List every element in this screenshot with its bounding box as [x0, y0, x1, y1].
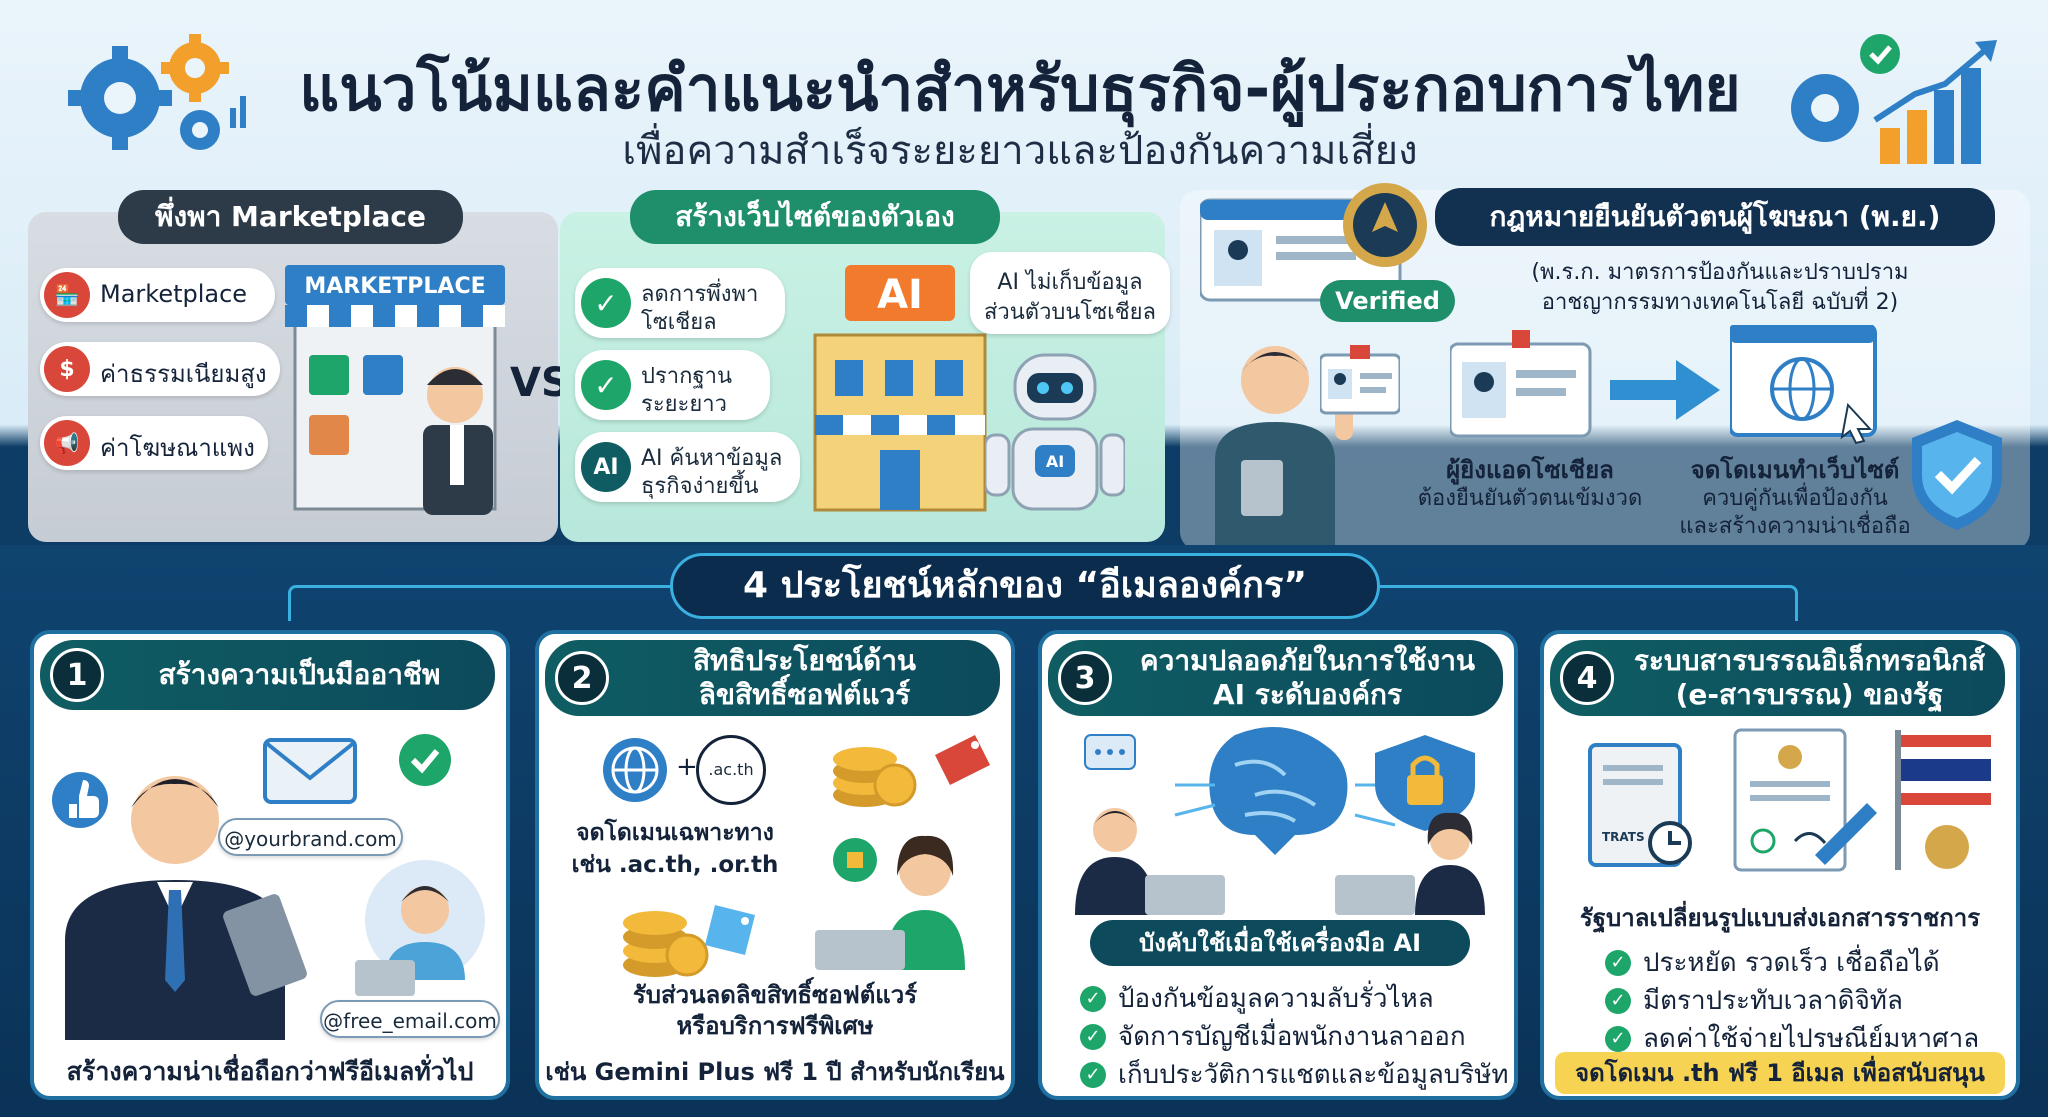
law-caption2-line2: ควบคู่กันเพื่อป้องกัน	[1702, 486, 1888, 511]
check-icon: ✓	[1605, 987, 1631, 1014]
discount-caption-line2: หรือบริการฟรีพิเศษ	[676, 1012, 874, 1040]
ai-brain-security-illustration	[1055, 725, 1505, 915]
check-icon: ✓	[581, 360, 631, 410]
pro-email-tag: @yourbrand.com	[218, 818, 403, 856]
id-card-icon	[1448, 330, 1595, 440]
website-benefit-3: AI AI ค้นหาข้อมูล ธุรกิจง่ายขึ้น	[575, 432, 800, 502]
marketplace-item-1: 🏪 Marketplace	[40, 268, 275, 322]
card-number-badge: 3	[1058, 651, 1112, 705]
law-caption1-line2: ต้องยืนยันตัวตนเข้มงวด	[1417, 486, 1643, 511]
law-panel-title: กฎหมายยืนยันตัวตนผู้โฆษณา (พ.ย.)	[1435, 188, 1995, 246]
verified-badge: Verified	[1320, 280, 1455, 322]
check-icon: ✓	[1080, 985, 1106, 1012]
megaphone-icon: 📢	[44, 420, 90, 466]
person-with-clipboard-illustration	[1195, 330, 1385, 545]
government-seal-icon	[1340, 180, 1430, 270]
discount-caption-line1: รับส่วนลดลิขสิทธิ์ซอฟต์แวร์	[632, 981, 918, 1009]
website-globe-icon	[1728, 323, 1880, 445]
ai-speech-bubble: AI ไม่เก็บข้อมูล ส่วนตัวบนโซเชียล	[970, 252, 1170, 334]
law-caption2-line1: จดโดเมนทำเว็บไซต์	[1690, 456, 1900, 484]
law-note-line2: อาชญากรรมทางเทคโนโลยี ฉบับที่ 2)	[1541, 290, 1899, 315]
bottom-section-title: 4 ประโยชน์หลักของ “อีเมลองค์กร”	[670, 553, 1380, 619]
law-caption1-line1: ผู้ยิงแอดโซเชียล	[1446, 456, 1614, 484]
check-icon: ✓	[1605, 949, 1631, 976]
store-icon: 🏪	[44, 272, 90, 318]
marketplace-item-3: 📢 ค่าโฆษณาแพง	[40, 416, 268, 470]
domain-caption-line1: จดโดเมนเฉพาะทาง	[576, 820, 774, 846]
benefit-card-4-header: 4 ระบบสารบรรณอิเล็กทรอนิกส์ (e-สารบรรณ) …	[1550, 640, 2005, 716]
id-badge-icon	[1318, 345, 1402, 415]
robot-chest-label: AI	[1045, 452, 1065, 471]
free-email-tag: @free_email.com	[320, 1000, 500, 1038]
store-sign-text: MARKETPLACE	[304, 274, 486, 299]
ai-badge-icon: AI	[581, 442, 631, 492]
growth-chart-icon	[1785, 28, 2015, 168]
law-caption2-line3: และสร้างความน่าเชื่อถือ	[1679, 514, 1911, 539]
building-ai-sign: AI	[877, 272, 923, 318]
website-benefit-1: ✓ ลดการพึ่งพา โซเชียล	[575, 268, 785, 338]
domain-caption-line2: เช่น .ac.th, .or.th	[571, 852, 779, 878]
free-domain-promo-banner: จดโดเมน .th ฟรี 1 อีเมล เพื่อสนับสนุน	[1555, 1052, 2005, 1094]
domain-tag-circle: .ac.th	[696, 735, 766, 805]
page-title: แนวโน้มและคำแนะนำสำหรับธุรกิจ-ผู้ประกอบก…	[299, 52, 1741, 125]
e-saraban-check-1: ✓ ประหยัด รวดเร็ว เชื่อถือได้	[1605, 942, 1940, 983]
globe-icon	[600, 735, 670, 805]
check-icon: ✓	[1080, 1023, 1106, 1050]
security-check-3: ✓ เก็บประวัติการแชตและข้อมูลบริษัท	[1080, 1054, 1509, 1095]
card2-footer: เช่น Gemini Plus ฟรี 1 ปี สำหรับนักเรียน	[545, 1058, 1005, 1086]
marketplace-store-illustration	[285, 265, 525, 525]
check-icon: ✓	[1605, 1025, 1631, 1052]
right-arrow-icon	[1610, 360, 1720, 420]
benefit-card-1-header: 1 สร้างความเป็นมืออาชีพ	[40, 640, 495, 710]
gears-icon	[60, 28, 250, 158]
card-number-badge: 2	[555, 651, 609, 705]
own-website-panel-title: สร้างเว็บไซต์ของตัวเอง	[630, 190, 1000, 244]
doc-label: TRATS	[1602, 830, 1645, 844]
check-icon: ✓	[1080, 1061, 1106, 1088]
card-number-badge: 1	[50, 648, 104, 702]
shield-check-icon	[1910, 420, 2005, 530]
money-bag-icon: $	[44, 346, 90, 392]
security-check-1: ✓ ป้องกันข้อมูลความลับรั่วไหล	[1080, 978, 1434, 1019]
security-check-2: ✓ จัดการบัญชีเมื่อพนักงานลาออก	[1080, 1016, 1466, 1057]
e-saraban-check-3: ✓ ลดค่าใช้จ่ายไปรษณีย์มหาศาล	[1605, 1018, 1979, 1059]
benefit-card-3-header: 3 ความปลอดภัยในการใช้งาน AI ระดับองค์กร	[1048, 640, 1503, 716]
ai-tool-banner: บังคับใช้เมื่อใช้เครื่องมือ AI	[1090, 920, 1470, 966]
website-benefit-2: ✓ ปรากฐาน ระยะยาว	[575, 350, 770, 420]
e-saraban-check-2: ✓ มีตราประทับเวลาดิจิทัล	[1605, 980, 1903, 1021]
page-subtitle: เพื่อความสำเร็จระยะยาวและป้องกันความเสี่…	[622, 128, 1418, 174]
robot-illustration	[983, 345, 1127, 535]
coins-percent-icon	[825, 725, 995, 815]
ai-building-illustration	[805, 265, 995, 515]
coins-discount-tag-icon	[615, 885, 775, 985]
vs-label: VS	[510, 360, 570, 406]
woman-with-laptop-illustration	[805, 820, 995, 970]
e-saraban-caption: รัฐบาลเปลี่ยนรูปแบบส่งเอกสารราชการ	[1579, 904, 1981, 932]
e-document-illustration	[1585, 725, 2005, 875]
professional-email-illustration	[45, 720, 505, 1040]
card1-footer: สร้างความน่าเชื่อถือกว่าฟรีอีเมลทั่วไป	[66, 1057, 474, 1086]
law-note-line1: (พ.ร.ก. มาตรการป้องกันและปราบปราม	[1531, 260, 1909, 285]
check-icon: ✓	[581, 278, 631, 328]
benefit-card-2-header: 2 สิทธิประโยชน์ด้าน ลิขสิทธิ์ซอฟต์แวร์	[545, 640, 1000, 716]
card-number-badge: 4	[1560, 651, 1614, 705]
marketplace-item-2: $ ค่าธรรมเนียมสูง	[40, 342, 280, 396]
marketplace-panel-title: พึ่งพา Marketplace	[118, 190, 463, 244]
plus-sign: +	[676, 752, 698, 782]
